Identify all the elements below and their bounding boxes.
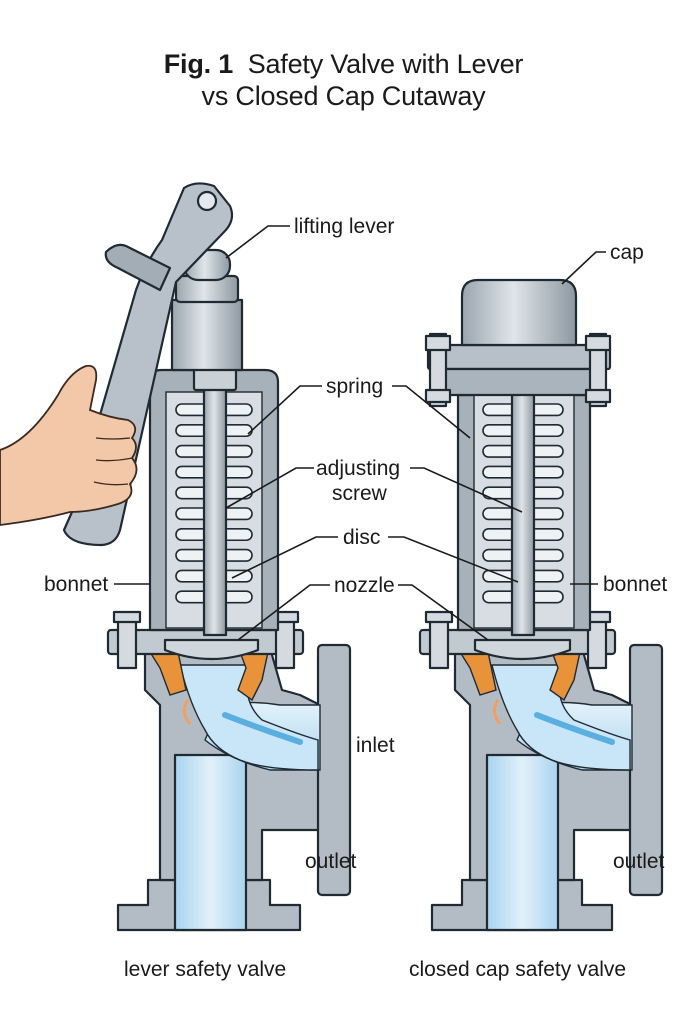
label-nozzle: nozzle (334, 574, 395, 597)
caption-lever-safety-valve: lever safety valve (124, 958, 286, 981)
label-lifting-lever: lifting lever (294, 215, 394, 238)
left-disc (163, 638, 260, 661)
left-flange-bolts (112, 610, 300, 670)
lever-pivot (196, 190, 218, 212)
leader-lines (114, 225, 606, 641)
closed-cap-safety-valve (418, 278, 664, 932)
hand-finger-lines (93, 437, 133, 486)
leader-screw-left (225, 467, 314, 509)
label-bonnet-left: bonnet (44, 573, 108, 596)
label-outlet-right: outlet (613, 850, 665, 873)
leader-spring-left (247, 385, 322, 435)
lever-safety-valve (0, 182, 352, 932)
figure-number: Fig. 1 (163, 49, 234, 79)
label-cap: cap (610, 241, 644, 264)
caption-closed-cap-safety-valve: closed cap safety valve (409, 958, 626, 981)
label-inlet: inlet (356, 734, 395, 757)
right-outlet-pipe (485, 753, 560, 932)
right-flow-stream (534, 712, 615, 745)
left-outlet-pipe (173, 753, 248, 932)
label-adjusting: adjusting (316, 457, 400, 480)
title-line-2: vs Closed Cap Cutaway (201, 81, 486, 111)
label-disc: disc (343, 526, 380, 549)
leader-lifting-lever (225, 225, 290, 259)
leader-screw-right (410, 467, 523, 513)
label-outlet-left: outlet (305, 850, 357, 873)
right-cap-bolts (424, 332, 612, 408)
hand (0, 364, 138, 526)
left-seat-flame (183, 699, 192, 725)
right-flange-bolts (424, 610, 612, 670)
right-disc (473, 638, 572, 661)
leader-cap (561, 251, 606, 285)
left-flow-stream (222, 712, 303, 745)
left-adjusting-nut (192, 366, 238, 392)
lever-link (104, 243, 172, 292)
left-flow (179, 664, 319, 771)
right-flow (491, 664, 631, 771)
leader-disc-left (231, 536, 338, 579)
right-spindle (510, 378, 536, 637)
label-spring: spring (326, 375, 383, 398)
leader-disc-right (388, 536, 519, 583)
leader-spring-right (392, 385, 471, 439)
labels: lifting lever cap spring adjusting screw… (44, 215, 667, 981)
label-screw: screw (332, 482, 388, 505)
leader-nozzle-left (237, 584, 330, 641)
left-upper-housing (170, 298, 244, 372)
cap-dome (460, 278, 578, 347)
right-cap-flange (426, 343, 612, 371)
figure-title: Fig. 1 Safety Valve with Lever vs Closed… (0, 48, 687, 112)
leader-nozzle-right (398, 584, 489, 641)
title-line-1: Safety Valve with Lever (247, 49, 524, 79)
left-spindle (202, 378, 228, 637)
right-cap-flange-lower (438, 367, 602, 397)
label-bonnet-right: bonnet (603, 573, 667, 596)
right-seat-flame (493, 699, 502, 725)
